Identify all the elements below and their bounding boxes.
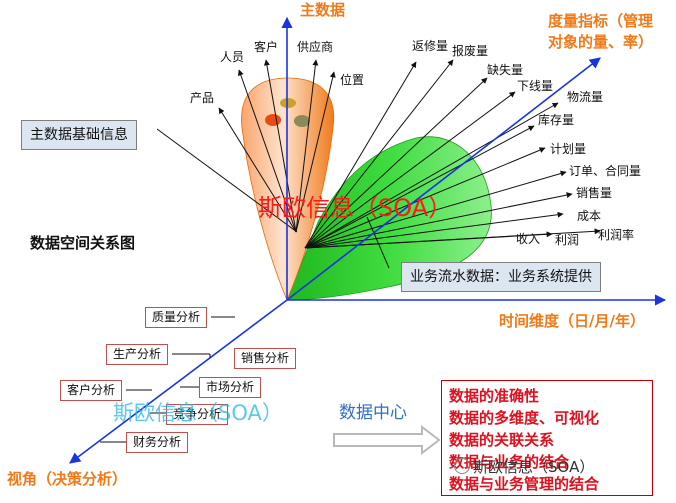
summary-item-accuracy: 数据的准确性: [449, 387, 540, 405]
arrow-scrap: [304, 59, 454, 249]
watermark-text: 斯欧信息（SOA）: [113, 401, 283, 425]
metric-item-sales: 销售量: [576, 186, 613, 200]
analysis-box-quality: 质量分析: [145, 307, 208, 329]
arrow-shortage: [304, 77, 488, 249]
callout-business-flow: 业务流水数据：业务系统提供: [401, 262, 601, 292]
metric-item-scrap: 报废量: [452, 44, 489, 58]
corner-mark-text: 斯欧信息（SOA）: [473, 458, 595, 476]
data-center-arrow: [333, 424, 441, 456]
arrow-supplier: [295, 59, 319, 233]
master-item-supplier: 供应商: [297, 40, 334, 54]
arrow-profit: [304, 228, 601, 249]
arrow-logistics: [304, 102, 559, 249]
analysis-box-customer: 客户分析: [60, 380, 123, 402]
master-item-customer: 客户: [254, 40, 279, 54]
summary-item-business: 数据与业务的结合: [449, 453, 570, 471]
summary-item-relations: 数据的关联关系: [449, 431, 555, 449]
arrow-offline: [304, 91, 516, 249]
center-brand-text: 斯欧信息（SOA）: [258, 194, 453, 222]
cone-top-dot-2: [265, 114, 281, 126]
green-cone: [286, 136, 492, 301]
master-item-location: 位置: [340, 73, 365, 87]
cone-top-dot-1: [280, 98, 296, 108]
metric-item-profit-rate: 利润率: [598, 228, 635, 242]
arrow-cost: [304, 211, 564, 249]
arrow-inventory: [304, 125, 535, 249]
analysis-box-market: 市场分析: [199, 377, 262, 399]
cone-top-dot-3: [294, 115, 310, 127]
metric-item-profit: 利润: [555, 233, 580, 247]
axis-title-perspective: 视角（决策分析）: [7, 470, 128, 488]
arrow-rework: [304, 61, 417, 249]
summary-item-management: 数据与业务管理的结合: [449, 475, 600, 493]
master-item-product: 产品: [190, 91, 215, 105]
axis-title-metrics-line2: 对象的量、率）: [548, 33, 654, 51]
metric-item-plan: 计划量: [550, 142, 587, 156]
diagram-title: 数据空间关系图: [30, 234, 136, 252]
analysis-box-competition: 竞争分析: [166, 404, 229, 426]
metric-item-logistics: 物流量: [567, 90, 604, 104]
analysis-box-production: 生产分析: [106, 344, 169, 366]
wechat-icon: [454, 458, 470, 474]
analysis-box-sales: 销售分析: [234, 348, 297, 370]
arrow-location: [295, 71, 336, 233]
axis-metrics: [286, 57, 601, 301]
axis-title-master-data: 主数据: [300, 1, 346, 19]
leader-master-info: [156, 128, 298, 233]
metric-item-revenue: 收入: [516, 232, 541, 246]
metric-item-shortage: 缺失量: [487, 63, 524, 77]
axis-title-time: 时间维度（日/月/年）: [499, 312, 645, 330]
metric-item-cost: 成本: [577, 209, 602, 223]
master-item-person: 人员: [220, 50, 245, 64]
analysis-box-finance: 财务分析: [126, 432, 189, 454]
axis-perspective: [69, 299, 288, 464]
metric-item-inventory: 库存量: [538, 113, 575, 127]
arrow-plan: [304, 147, 546, 249]
arrow-order: [304, 170, 567, 249]
corner-watermark: 斯欧信息（SOA）: [454, 458, 594, 475]
arrow-customer: [263, 59, 297, 233]
axis-title-metrics-line1: 度量指标（管理: [548, 12, 654, 30]
summary-item-multidimension: 数据的多维度、可视化: [449, 409, 600, 427]
metric-item-rework: 返修量: [412, 39, 449, 53]
callout-master-info: 主数据基础信息: [21, 120, 137, 150]
summary-box: 数据的准确性 数据的多维度、可视化 数据的关联关系 数据与业务的结合 数据与业务…: [441, 380, 653, 496]
data-center-label: 数据中心: [339, 403, 407, 423]
metric-item-order: 订单、合同量: [569, 164, 642, 178]
arrow-product: [218, 107, 297, 233]
leader-business-flow: [366, 216, 390, 269]
metric-item-offline: 下线量: [517, 79, 554, 93]
arrow-sales: [304, 192, 573, 249]
